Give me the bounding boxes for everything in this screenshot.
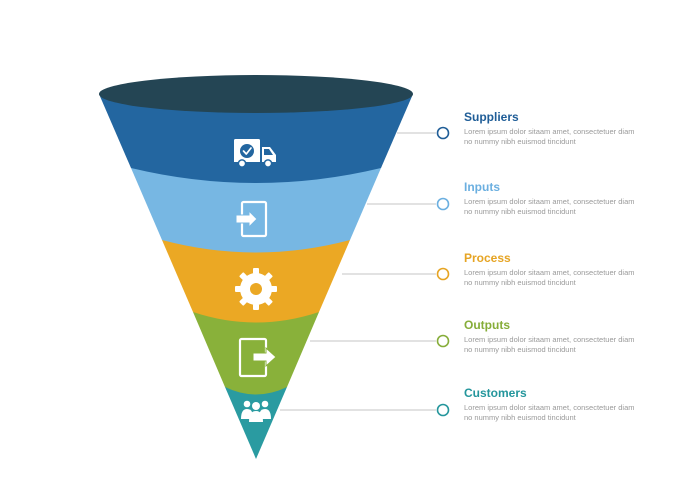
stage-title: Suppliers	[464, 110, 519, 124]
stage-title: Outputs	[464, 318, 510, 332]
gear-icon	[235, 268, 277, 310]
stage-description: Lorem ipsum dolor sitaam amet, consectet…	[464, 335, 635, 354]
stage-label-inputs: Inputs Lorem ipsum dolor sitaam amet, co…	[464, 180, 644, 217]
marker-circle-inputs	[436, 197, 450, 211]
funnel-band-inputs	[131, 168, 381, 253]
input-arrow-icon	[235, 200, 268, 238]
output-arrow-icon	[238, 337, 277, 378]
marker-circle-process	[436, 267, 450, 281]
funnel-top-rim	[99, 75, 413, 113]
stage-label-process: Process Lorem ipsum dolor sitaam amet, c…	[464, 251, 644, 288]
stage-description: Lorem ipsum dolor sitaam amet, consectet…	[464, 127, 635, 146]
stage-label-customers: Customers Lorem ipsum dolor sitaam amet,…	[464, 386, 644, 423]
marker-circle-outputs	[436, 334, 450, 348]
marker-circle-customers	[436, 403, 450, 417]
stage-title: Customers	[464, 386, 527, 400]
stage-description: Lorem ipsum dolor sitaam amet, consectet…	[464, 197, 635, 216]
stage-description: Lorem ipsum dolor sitaam amet, consectet…	[464, 403, 635, 422]
stage-title: Process	[464, 251, 511, 265]
funnel-band-suppliers	[99, 94, 413, 183]
marker-circle-suppliers	[436, 126, 450, 140]
people-group-icon	[241, 400, 271, 422]
stage-description: Lorem ipsum dolor sitaam amet, consectet…	[464, 268, 635, 287]
funnel-band-customers	[225, 387, 287, 459]
stage-label-suppliers: Suppliers Lorem ipsum dolor sitaam amet,…	[464, 110, 644, 147]
stage-label-outputs: Outputs Lorem ipsum dolor sitaam amet, c…	[464, 318, 644, 355]
truck-check-icon	[234, 139, 276, 168]
stage-title: Inputs	[464, 180, 500, 194]
